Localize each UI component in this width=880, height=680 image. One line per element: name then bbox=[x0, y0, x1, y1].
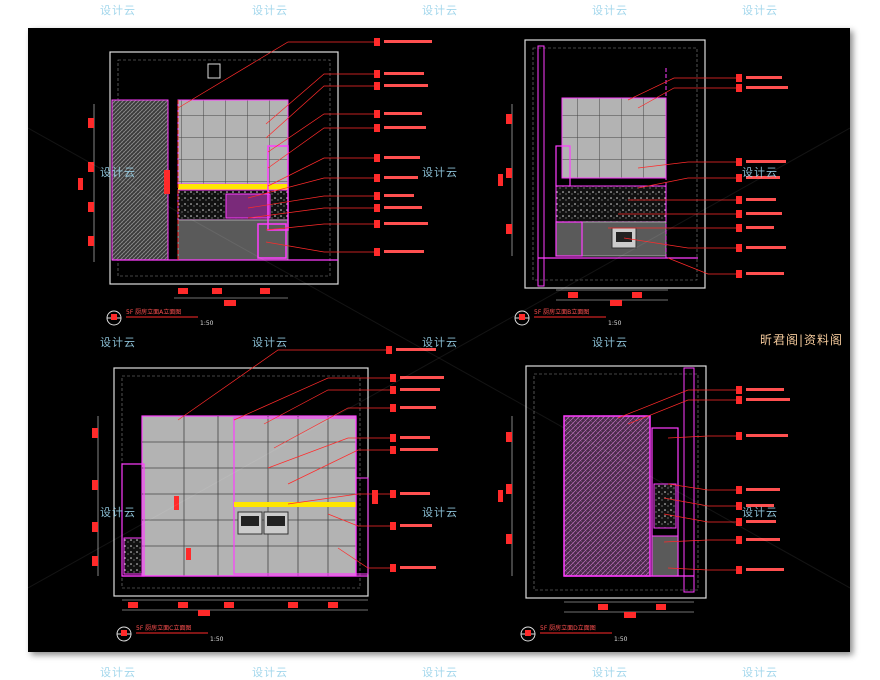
watermark-text: 设计云 bbox=[742, 4, 778, 17]
watermark-text: 设计云 bbox=[422, 666, 458, 679]
watermark-text: 设计云 bbox=[592, 4, 628, 17]
elevation-c: 5F 厨房立面C立面图 1:50 bbox=[92, 346, 444, 643]
watermark-text: 设计云 bbox=[100, 666, 136, 679]
watermark-text: 设计云 bbox=[742, 666, 778, 679]
cad-elevation-drawings: 5F 厨房立面A立面图 1:50 bbox=[27, 38, 851, 643]
drawing-scale-d: 1:50 bbox=[614, 636, 628, 643]
watermark-text: 设计云 bbox=[252, 4, 288, 17]
watermark-text: 设计云 bbox=[742, 506, 778, 519]
drawing-title-a: 5F 厨房立面A立面图 bbox=[126, 308, 181, 316]
watermark-text: 设计云 bbox=[742, 166, 778, 179]
watermark-text: 设计云 bbox=[100, 336, 136, 349]
watermark-text: 设计云 bbox=[100, 4, 136, 17]
elevation-a: 5F 厨房立面A立面图 1:50 bbox=[78, 38, 432, 327]
watermark-text: 设计云 bbox=[100, 166, 136, 179]
watermark-text: 设计云 bbox=[422, 4, 458, 17]
site-stamp: 昕君阁|资料阁 bbox=[760, 333, 844, 347]
drawing-title-c: 5F 厨房立面C立面图 bbox=[136, 624, 191, 632]
watermark-text: 设计云 bbox=[592, 666, 628, 679]
watermark-text: 设计云 bbox=[422, 336, 458, 349]
watermark-text: 设计云 bbox=[592, 336, 628, 349]
watermark-text: 设计云 bbox=[422, 166, 458, 179]
watermark-text: 设计云 bbox=[252, 336, 288, 349]
watermark-text: 设计云 bbox=[252, 666, 288, 679]
drawing-scale-a: 1:50 bbox=[200, 320, 214, 327]
elevation-b: 5F 厨房立面B立面图 1:50 bbox=[498, 39, 788, 327]
watermark-text: 设计云 bbox=[422, 506, 458, 519]
watermark-text: 设计云 bbox=[100, 506, 136, 519]
drawing-scale-c: 1:50 bbox=[210, 636, 224, 643]
elevation-d: 5F 厨房立面D立面图 1:50 bbox=[498, 365, 790, 643]
drawing-scale-b: 1:50 bbox=[608, 320, 622, 327]
cad-drawing-sheet: 5F 厨房立面A立面图 1:50 bbox=[27, 28, 851, 652]
drawing-title-d: 5F 厨房立面D立面图 bbox=[540, 624, 596, 632]
drawing-title-b: 5F 厨房立面B立面图 bbox=[534, 308, 589, 316]
